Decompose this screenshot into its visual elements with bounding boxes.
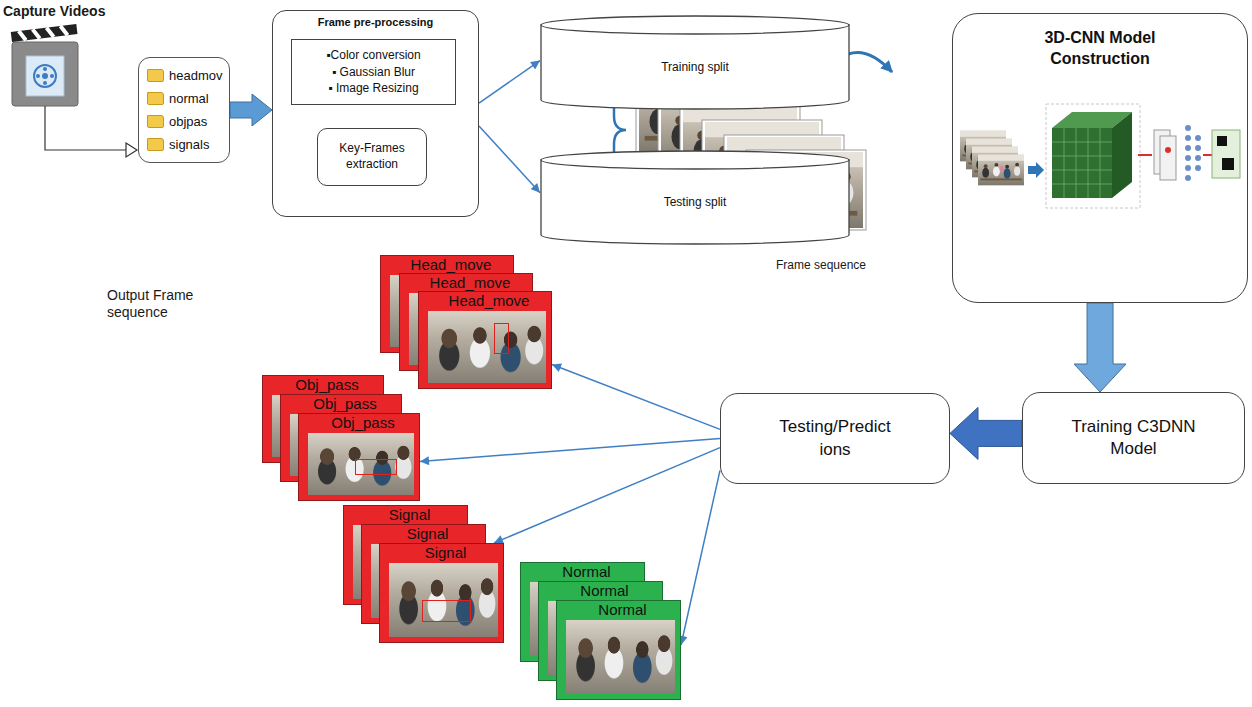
box-title: Frame pre-processing <box>273 16 478 28</box>
folder-row: objpas <box>147 114 223 129</box>
cylinder-text: Testing split <box>664 195 727 211</box>
output-frame: Signal <box>379 543 504 643</box>
preprocessing-box: Frame pre-processing ▪Color conversion▪ G… <box>272 10 479 217</box>
cylinder-body <box>541 160 849 244</box>
frame-label: Normal <box>539 582 662 600</box>
flow-arrow <box>681 470 720 645</box>
frame-label: Signal <box>362 525 485 543</box>
folder-row: headmov <box>147 68 223 83</box>
step-item: ▪ Image Resizing <box>328 80 418 97</box>
video-frame-photo <box>566 620 675 694</box>
frame-label: Head_move <box>381 256 513 274</box>
output-frame: Head_move <box>418 291 552 389</box>
folder-row: normal <box>147 91 223 106</box>
folder-name: objpas <box>169 114 207 129</box>
process-box: Key-Frames extraction <box>317 128 427 186</box>
frame-label: Signal <box>380 544 503 562</box>
folder-name: headmov <box>169 68 222 83</box>
frame-label: Signal <box>344 506 467 524</box>
folder-icon <box>147 92 164 105</box>
step-item: ▪Color conversion <box>326 47 420 64</box>
process-box: Training C3DNN Model <box>1022 392 1245 484</box>
open-arrowhead <box>126 143 137 157</box>
block-arrow <box>950 407 1022 459</box>
video-icon <box>11 24 78 106</box>
box-title: 3D-CNN Model Construction <box>1005 28 1195 70</box>
box-text: Training C3DNN Model <box>1069 416 1199 460</box>
folder-name: normal <box>169 91 209 106</box>
video-frame-photo <box>308 433 414 495</box>
detection-box <box>494 323 509 355</box>
steps-box: ▪Color conversion▪ Gaussian Blur▪ Image … <box>291 39 456 105</box>
flow-arrow <box>420 439 720 462</box>
folder-icon <box>147 115 164 128</box>
frame-label: Head_move <box>419 292 551 310</box>
cylinder-text: Training split <box>661 60 729 76</box>
flow-arrow <box>494 448 720 543</box>
folder-icon <box>147 138 164 151</box>
flow-arrow <box>479 61 540 104</box>
detection-box <box>422 600 471 622</box>
input-line <box>45 106 126 150</box>
frame-label: Head_move <box>400 274 532 292</box>
box-text: Testing/Predict ions <box>768 416 903 460</box>
folder-name: signals <box>169 137 209 152</box>
frame-label: Obj_pass <box>263 376 383 394</box>
flow-arrow <box>479 126 540 193</box>
figure-label: Frame sequence <box>776 258 866 272</box>
model-box: 3D-CNN Model Construction <box>952 13 1248 303</box>
video-frame-photo <box>389 563 498 637</box>
folder-row: signals <box>147 137 223 152</box>
block-arrow <box>1074 303 1126 392</box>
block-arrow <box>230 94 272 126</box>
video-frame-photo <box>428 311 546 383</box>
folder-icon <box>147 69 164 82</box>
figure-label: Capture Videos <box>3 3 105 20</box>
process-box: Testing/Predict ions <box>720 393 950 484</box>
frame-label: Obj_pass <box>281 395 401 413</box>
cnn-illustration <box>960 104 1240 208</box>
figure-label: Output Frame sequence <box>107 287 199 321</box>
cylinder-top <box>541 16 849 34</box>
cylinder-body <box>541 25 849 109</box>
folder-list-box: headmov normal objpas signals <box>138 57 230 163</box>
dataset-cylinder: Testing split <box>540 150 850 245</box>
detection-box <box>355 459 397 475</box>
output-frame: Obj_pass <box>298 413 420 501</box>
output-frame: Normal <box>556 600 681 700</box>
frame-label: Normal <box>557 601 680 619</box>
box-text: Key-Frames extraction <box>322 141 422 172</box>
step-item: ▪ Gaussian Blur <box>332 64 415 81</box>
flow-arrow <box>552 365 720 430</box>
dataset-cylinder: Training split <box>540 15 850 110</box>
frame-label: Obj_pass <box>299 414 419 432</box>
cylinder-top <box>541 151 849 169</box>
frame-label: Normal <box>521 563 644 581</box>
